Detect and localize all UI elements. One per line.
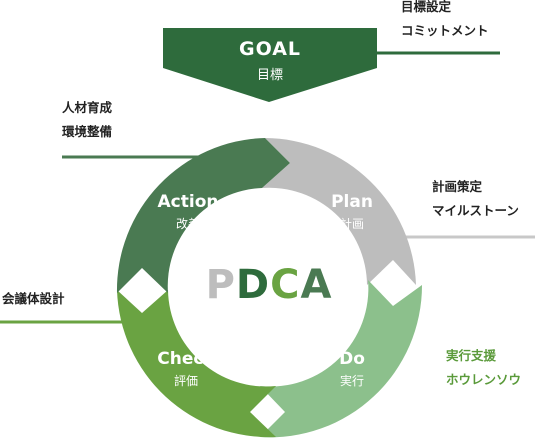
goal-note: 目標設定 コミットメント [401, 0, 489, 43]
pdca-letter-d: D [236, 262, 270, 308]
pdca-letter-c: C [270, 262, 300, 308]
segment-do [260, 280, 423, 438]
do-note-line-2: ホウレンソウ [446, 372, 522, 387]
check-note: 会議体設計 [2, 287, 65, 311]
pdca-letter-a: A [300, 262, 332, 308]
plan-note-line-1: 計画策定 [432, 179, 483, 194]
do-note-line-1: 実行支援 [446, 348, 497, 363]
check-title: Check [157, 349, 215, 369]
pdca-letter-p: P [206, 262, 236, 308]
do-title: Do [339, 349, 365, 369]
plan-note: 計画策定 マイルストーン [432, 175, 519, 223]
do-note: 実行支援 ホウレンソウ [446, 344, 521, 392]
check-note-line-1: 会議体設計 [2, 291, 65, 306]
plan-note-line-2: マイルストーン [432, 203, 519, 218]
goal-note-line-1: 目標設定 [401, 0, 452, 14]
action-note-line-1: 人材育成 [62, 100, 113, 115]
goal-title: GOAL [239, 38, 301, 60]
goal-note-line-2: コミットメント [401, 23, 489, 38]
segment-check [117, 290, 276, 438]
action-title: Action [158, 192, 219, 212]
action-note: 人材育成 環境整備 [62, 96, 112, 144]
plan-title: Plan [331, 192, 373, 212]
action-subtitle: 改善 [176, 216, 200, 231]
center-pdca: PDCA [206, 262, 333, 308]
goal-banner [163, 28, 377, 102]
do-subtitle: 実行 [340, 373, 364, 388]
action-note-line-2: 環境整備 [62, 124, 113, 139]
segment-plan [262, 138, 416, 285]
goal-subtitle: 目標 [257, 68, 283, 83]
segment-action [116, 138, 290, 293]
plan-subtitle: 計画 [340, 216, 364, 231]
check-subtitle: 評価 [174, 373, 198, 388]
